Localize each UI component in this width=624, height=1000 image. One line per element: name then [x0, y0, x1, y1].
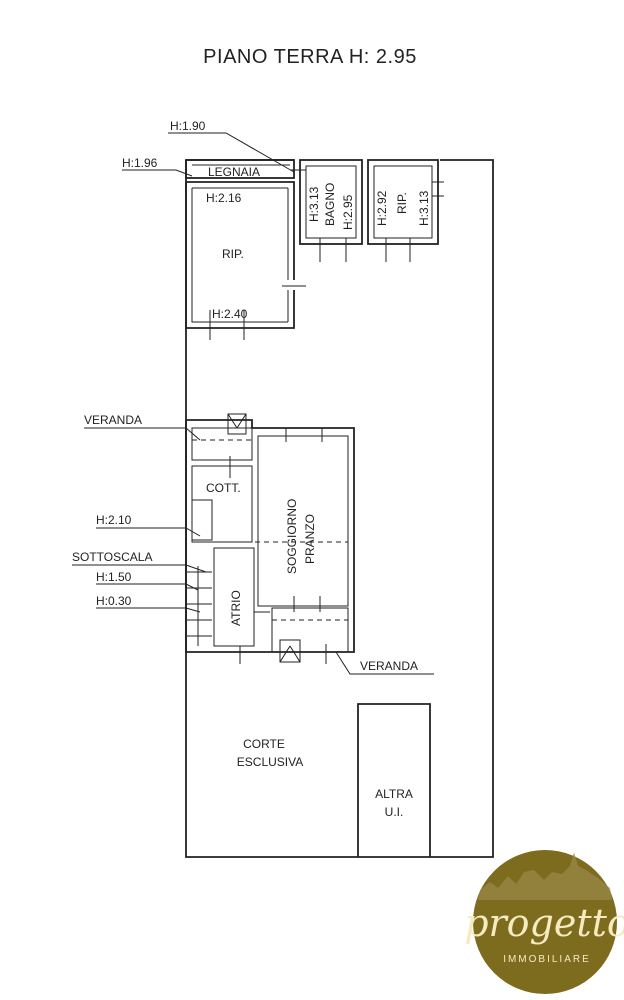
label-h313b: H:3.13 [417, 190, 431, 226]
staircase [186, 566, 212, 646]
label-veranda-top: VERANDA [84, 413, 142, 427]
label-esclusiva: ESCLUSIVA [237, 755, 303, 769]
rip-room-2 [367, 159, 444, 262]
label-bagno: BAGNO [323, 183, 337, 226]
company-logo: progetto IMMOBILIARE [464, 850, 624, 994]
label-h190: H:1.90 [170, 119, 206, 133]
label-h196: H:1.96 [122, 156, 158, 170]
plan-labels: H:1.90 H:1.96 LEGNAIA H:2.16 RIP. H:2.40… [72, 119, 431, 819]
label-cott: COTT. [206, 481, 241, 495]
plan-title: PIANO TERRA H: 2.95 [203, 46, 417, 68]
label-h030: H:0.30 [96, 594, 132, 608]
skyline-icon [478, 852, 612, 900]
label-altra: ALTRA [375, 787, 413, 801]
label-soggiorno: SOGGIORNO [285, 499, 299, 574]
label-h240: H:2.40 [212, 307, 248, 321]
rip-room-1 [185, 181, 306, 340]
label-corte: CORTE [243, 737, 285, 751]
label-atrio: ATRIO [229, 590, 243, 626]
altra-ui-block [357, 703, 431, 857]
house-block [185, 413, 355, 664]
label-pranzo: PRANZO [303, 514, 317, 564]
label-veranda-bottom: VERANDA [360, 659, 418, 673]
label-rip-1: RIP. [222, 247, 244, 261]
logo-sub: IMMOBILIARE [503, 954, 591, 965]
logo-brand: progetto [464, 901, 624, 945]
legnaia-room [185, 159, 295, 179]
label-h150: H:1.50 [96, 570, 132, 584]
bagno-room [290, 159, 363, 262]
label-sottoscala: SOTTOSCALA [72, 550, 152, 564]
label-h210: H:2.10 [96, 513, 132, 527]
label-h295: H:2.95 [341, 194, 355, 230]
leader-lines [72, 132, 434, 675]
label-h292: H:2.92 [375, 190, 389, 226]
label-ui: U.I. [385, 805, 404, 819]
label-h216: H:2.16 [206, 191, 242, 205]
label-rip-2: RIP. [395, 192, 409, 214]
label-h313a: H:3.13 [307, 186, 321, 222]
label-legnaia: LEGNAIA [208, 165, 260, 179]
outer-boundary [185, 159, 494, 858]
